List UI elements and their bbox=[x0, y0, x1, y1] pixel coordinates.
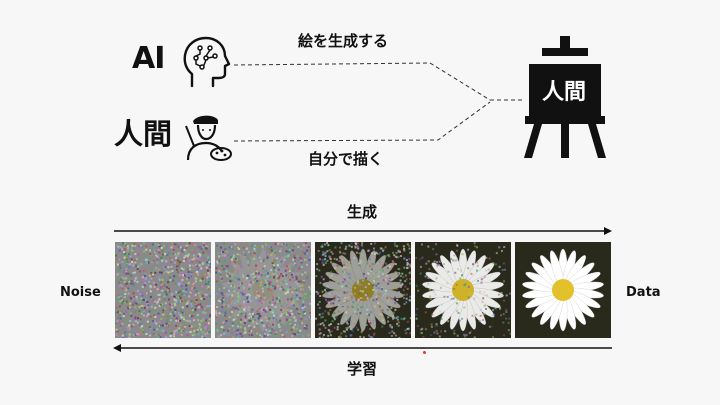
diffusion-step-5-image bbox=[515, 242, 611, 338]
human-label: 人間 bbox=[114, 117, 173, 151]
easel-canvas-label: 人間 bbox=[541, 80, 586, 105]
ai-label: AI bbox=[132, 41, 165, 76]
diffusion-step-1-image bbox=[115, 242, 211, 338]
data-label: Data bbox=[626, 285, 661, 300]
caption-ai-generates: 絵を生成する bbox=[298, 32, 389, 50]
red-dot-marker bbox=[423, 351, 426, 354]
generate-label: 生成 bbox=[347, 203, 378, 221]
diffusion-step-2-image bbox=[215, 242, 311, 338]
noise-label: Noise bbox=[60, 285, 101, 300]
caption-human-draws: 自分で描く bbox=[308, 150, 384, 168]
brain-head-icon bbox=[182, 36, 232, 92]
easel-icon bbox=[520, 36, 610, 164]
learn-label: 学習 bbox=[347, 360, 378, 378]
diffusion-step-4-image bbox=[415, 242, 511, 338]
diffusion-step-3-image bbox=[315, 242, 411, 338]
painter-icon bbox=[184, 112, 232, 166]
